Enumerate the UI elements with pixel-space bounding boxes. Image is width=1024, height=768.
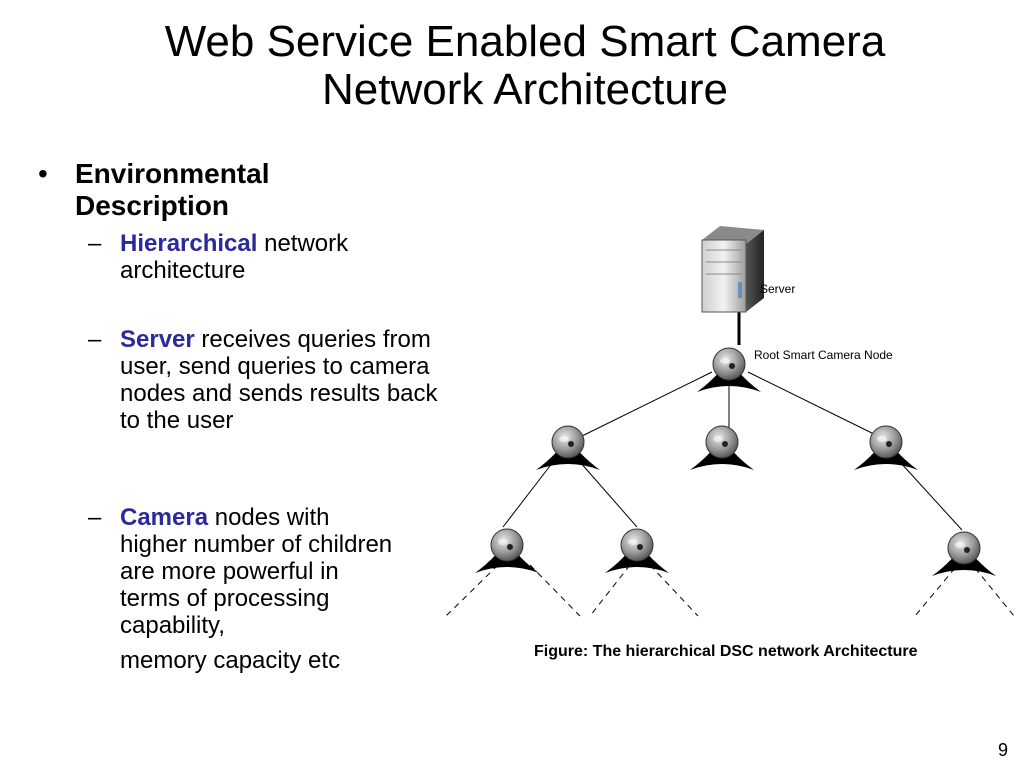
dashed-edge — [649, 564, 699, 617]
bullet-line-1: Environmental — [75, 158, 270, 189]
camera-node-level2-leaf1-icon — [474, 528, 540, 574]
bullet-marker: • — [38, 158, 48, 189]
sub-bullet-highlight: Server — [120, 326, 195, 353]
server-label: Server — [760, 282, 795, 296]
sub-bullet-text: Camera nodes with higher number of child… — [120, 504, 400, 674]
camera-node-level2-leaf2-icon — [604, 528, 670, 574]
edge-left-leaf1 — [502, 461, 554, 528]
camera-node-level1-right-icon — [853, 425, 919, 471]
sub-bullet-rest: network architecture — [120, 230, 349, 284]
dashed-edge — [914, 567, 956, 617]
page-number: 9 — [998, 740, 1009, 760]
dashed-edge — [589, 564, 631, 617]
edge-right-leaf3 — [899, 461, 963, 531]
slide-title: Web Service Enabled Smart Camera Network… — [60, 18, 990, 114]
title-line-2: Network Architecture — [322, 65, 728, 114]
bullet-text: Environmental Description — [75, 158, 338, 222]
sub-bullet-text: Server receives queries from user, send … — [120, 326, 440, 434]
sub-bullet-rest: nodes with higher number of children are… — [120, 504, 393, 639]
dsc-network-diagram: Server Root Smart Camera Node — [445, 226, 1015, 617]
figure-caption: Figure: The hierarchical DSC network Arc… — [534, 643, 918, 660]
dashed-edge — [529, 564, 581, 617]
edge-left-leaf2 — [579, 461, 638, 528]
bullet-line-2: Description — [75, 190, 230, 221]
title-line-1: Web Service Enabled Smart Camera — [164, 17, 886, 66]
server-tower-icon — [701, 226, 764, 313]
sub-bullet-camera: – Camera nodes with higher number of chi… — [88, 504, 448, 674]
sub-bullet-marker: – — [88, 230, 102, 257]
sub-bullet-rest-line-2: memory capacity etc — [120, 647, 341, 674]
tree-edges — [502, 306, 963, 531]
camera-node-level2-leaf3-icon — [931, 531, 997, 577]
sub-bullet-highlight: Camera — [120, 504, 209, 531]
sub-bullet-marker: – — [88, 326, 102, 353]
sub-bullet-hierarchical: – Hierarchical network architecture — [88, 230, 448, 284]
camera-node-level1-middle-icon — [689, 425, 755, 471]
bullet-environmental-description: • Environmental Description — [38, 158, 338, 222]
root-camera-node-icon — [696, 347, 762, 393]
edge-root-left — [579, 371, 713, 438]
root-node-label: Root Smart Camera Node — [754, 348, 893, 362]
sub-bullet-text: Hierarchical network architecture — [120, 230, 448, 284]
dashed-edge — [445, 564, 499, 617]
edge-root-right — [747, 371, 881, 438]
dashed-continuation-edges — [445, 564, 1015, 617]
sub-bullet-highlight: Hierarchical — [120, 230, 258, 257]
sub-bullet-rest: receives queries from user, send queries… — [120, 326, 438, 434]
sub-bullet-marker: – — [88, 504, 102, 531]
camera-node-level1-left-icon — [535, 425, 601, 471]
sub-bullet-server: – Server receives queries from user, sen… — [88, 326, 448, 434]
